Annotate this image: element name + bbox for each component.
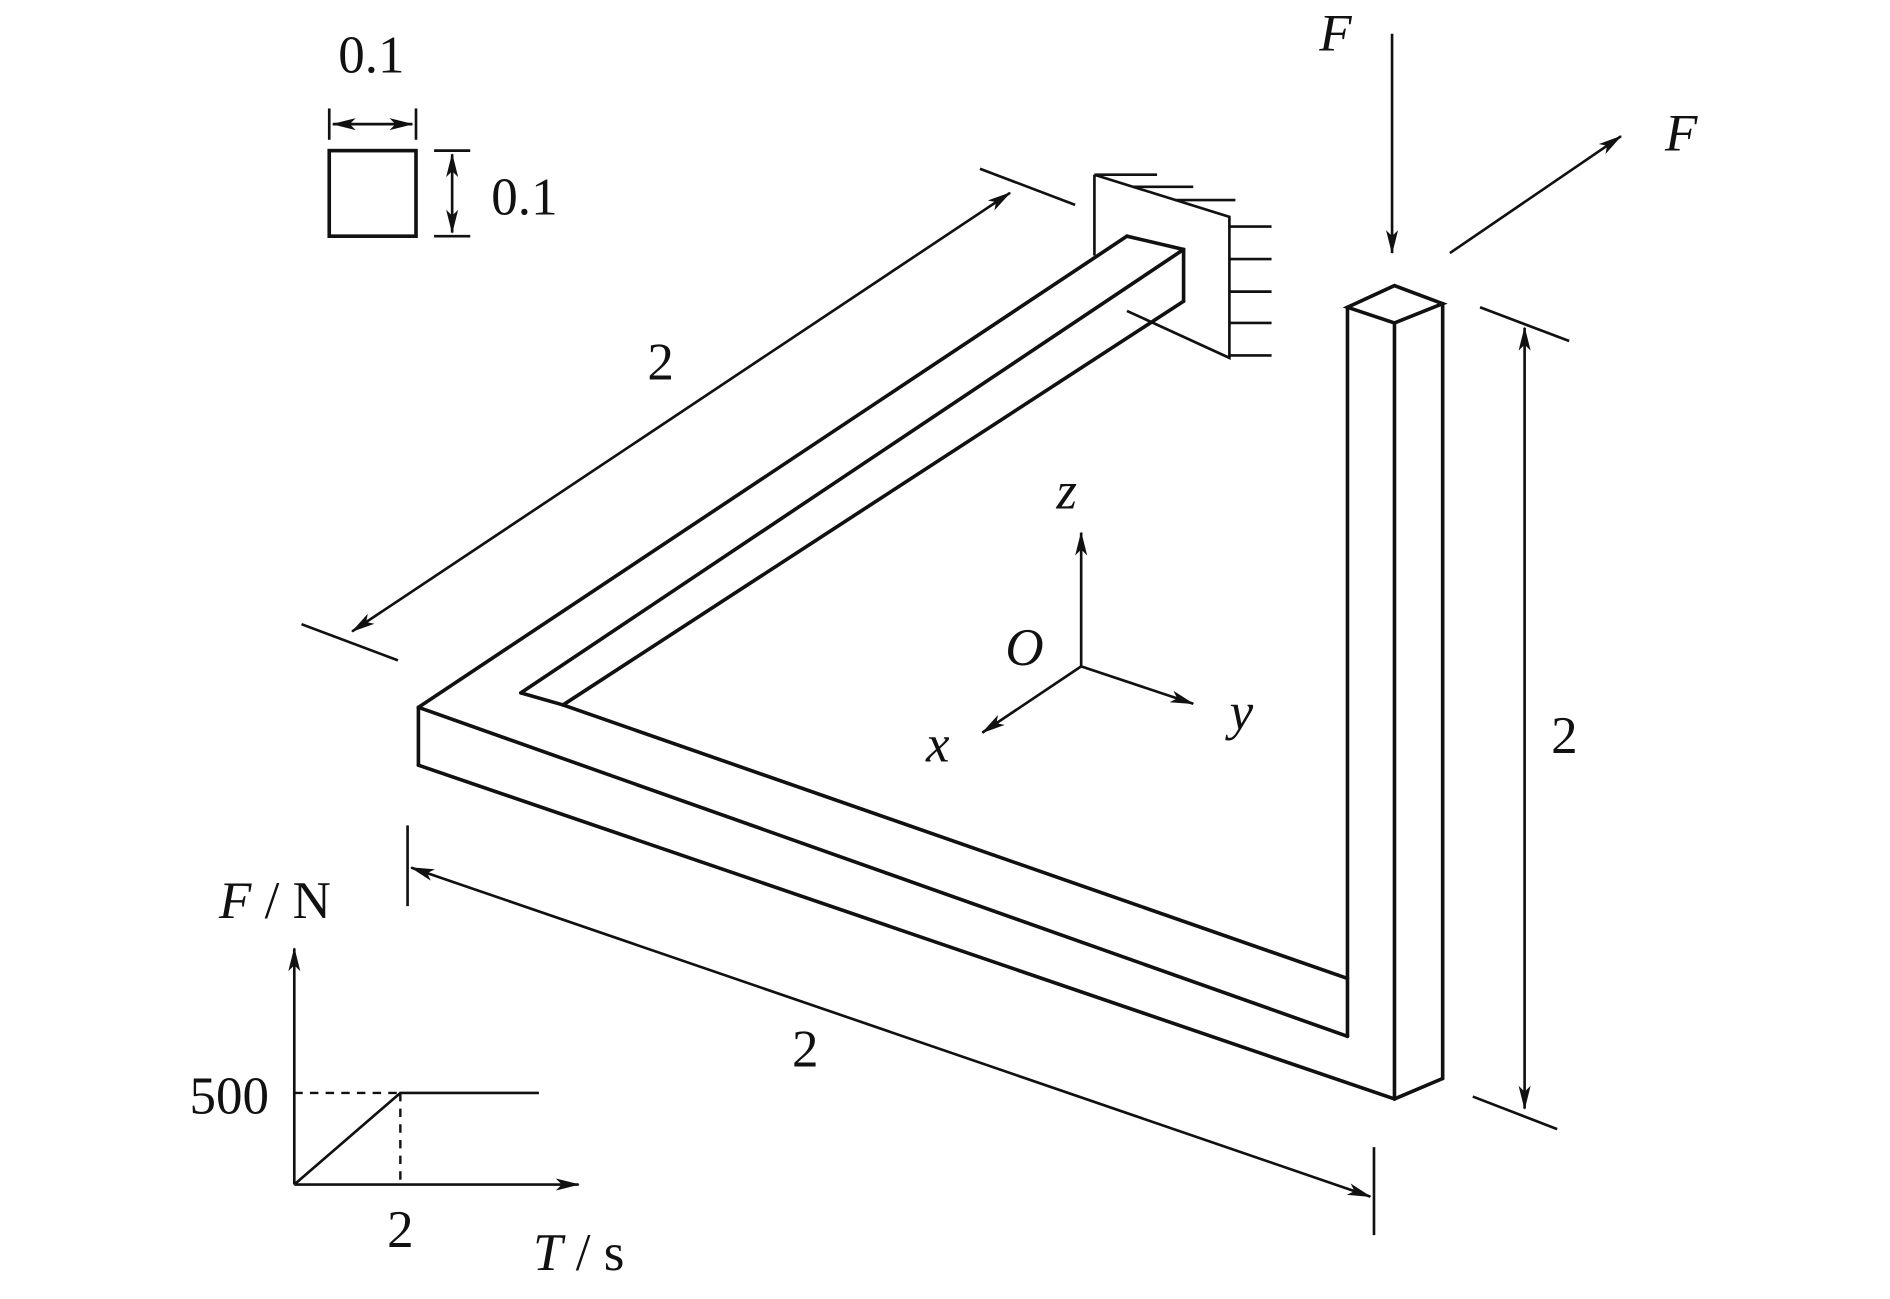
load-y-tick: 500 [189,1067,269,1125]
section-height-label: 0.1 [491,168,557,226]
load-curve-line [293,1091,539,1186]
dimension-vertical: 2 [1472,306,1578,1131]
dimension-upper: 2 [301,167,1076,662]
dimension-lower: 2 [406,825,1376,1236]
upper-beam-length: 2 [647,334,674,392]
force-horizontal: F [1449,105,1698,255]
load-curve-inset: F / N 500 2 T / s [189,872,624,1282]
section-width-label: 0.1 [338,26,404,84]
svg-text:O: O [1005,619,1043,677]
load-x-axis-label: T / s [533,1224,624,1282]
svg-text:F: F [1664,105,1698,163]
cross-section: 0.1 0.1 [327,26,558,238]
fixed-support [1093,173,1272,360]
svg-text:y: y [1225,683,1254,741]
vertical-post [1342,283,1448,1101]
svg-text:z: z [1055,463,1077,521]
load-x-tick: 2 [387,1201,414,1259]
coordinate-axes: z y x O [925,463,1254,774]
post-height: 2 [1551,707,1578,765]
svg-text:x: x [925,716,950,774]
svg-text:F: F [1318,5,1352,63]
lower-beam-length: 2 [792,1020,819,1078]
force-vertical: F [1318,5,1399,255]
load-y-axis-label: F / N [218,872,331,930]
lower-beam [416,703,1397,1101]
